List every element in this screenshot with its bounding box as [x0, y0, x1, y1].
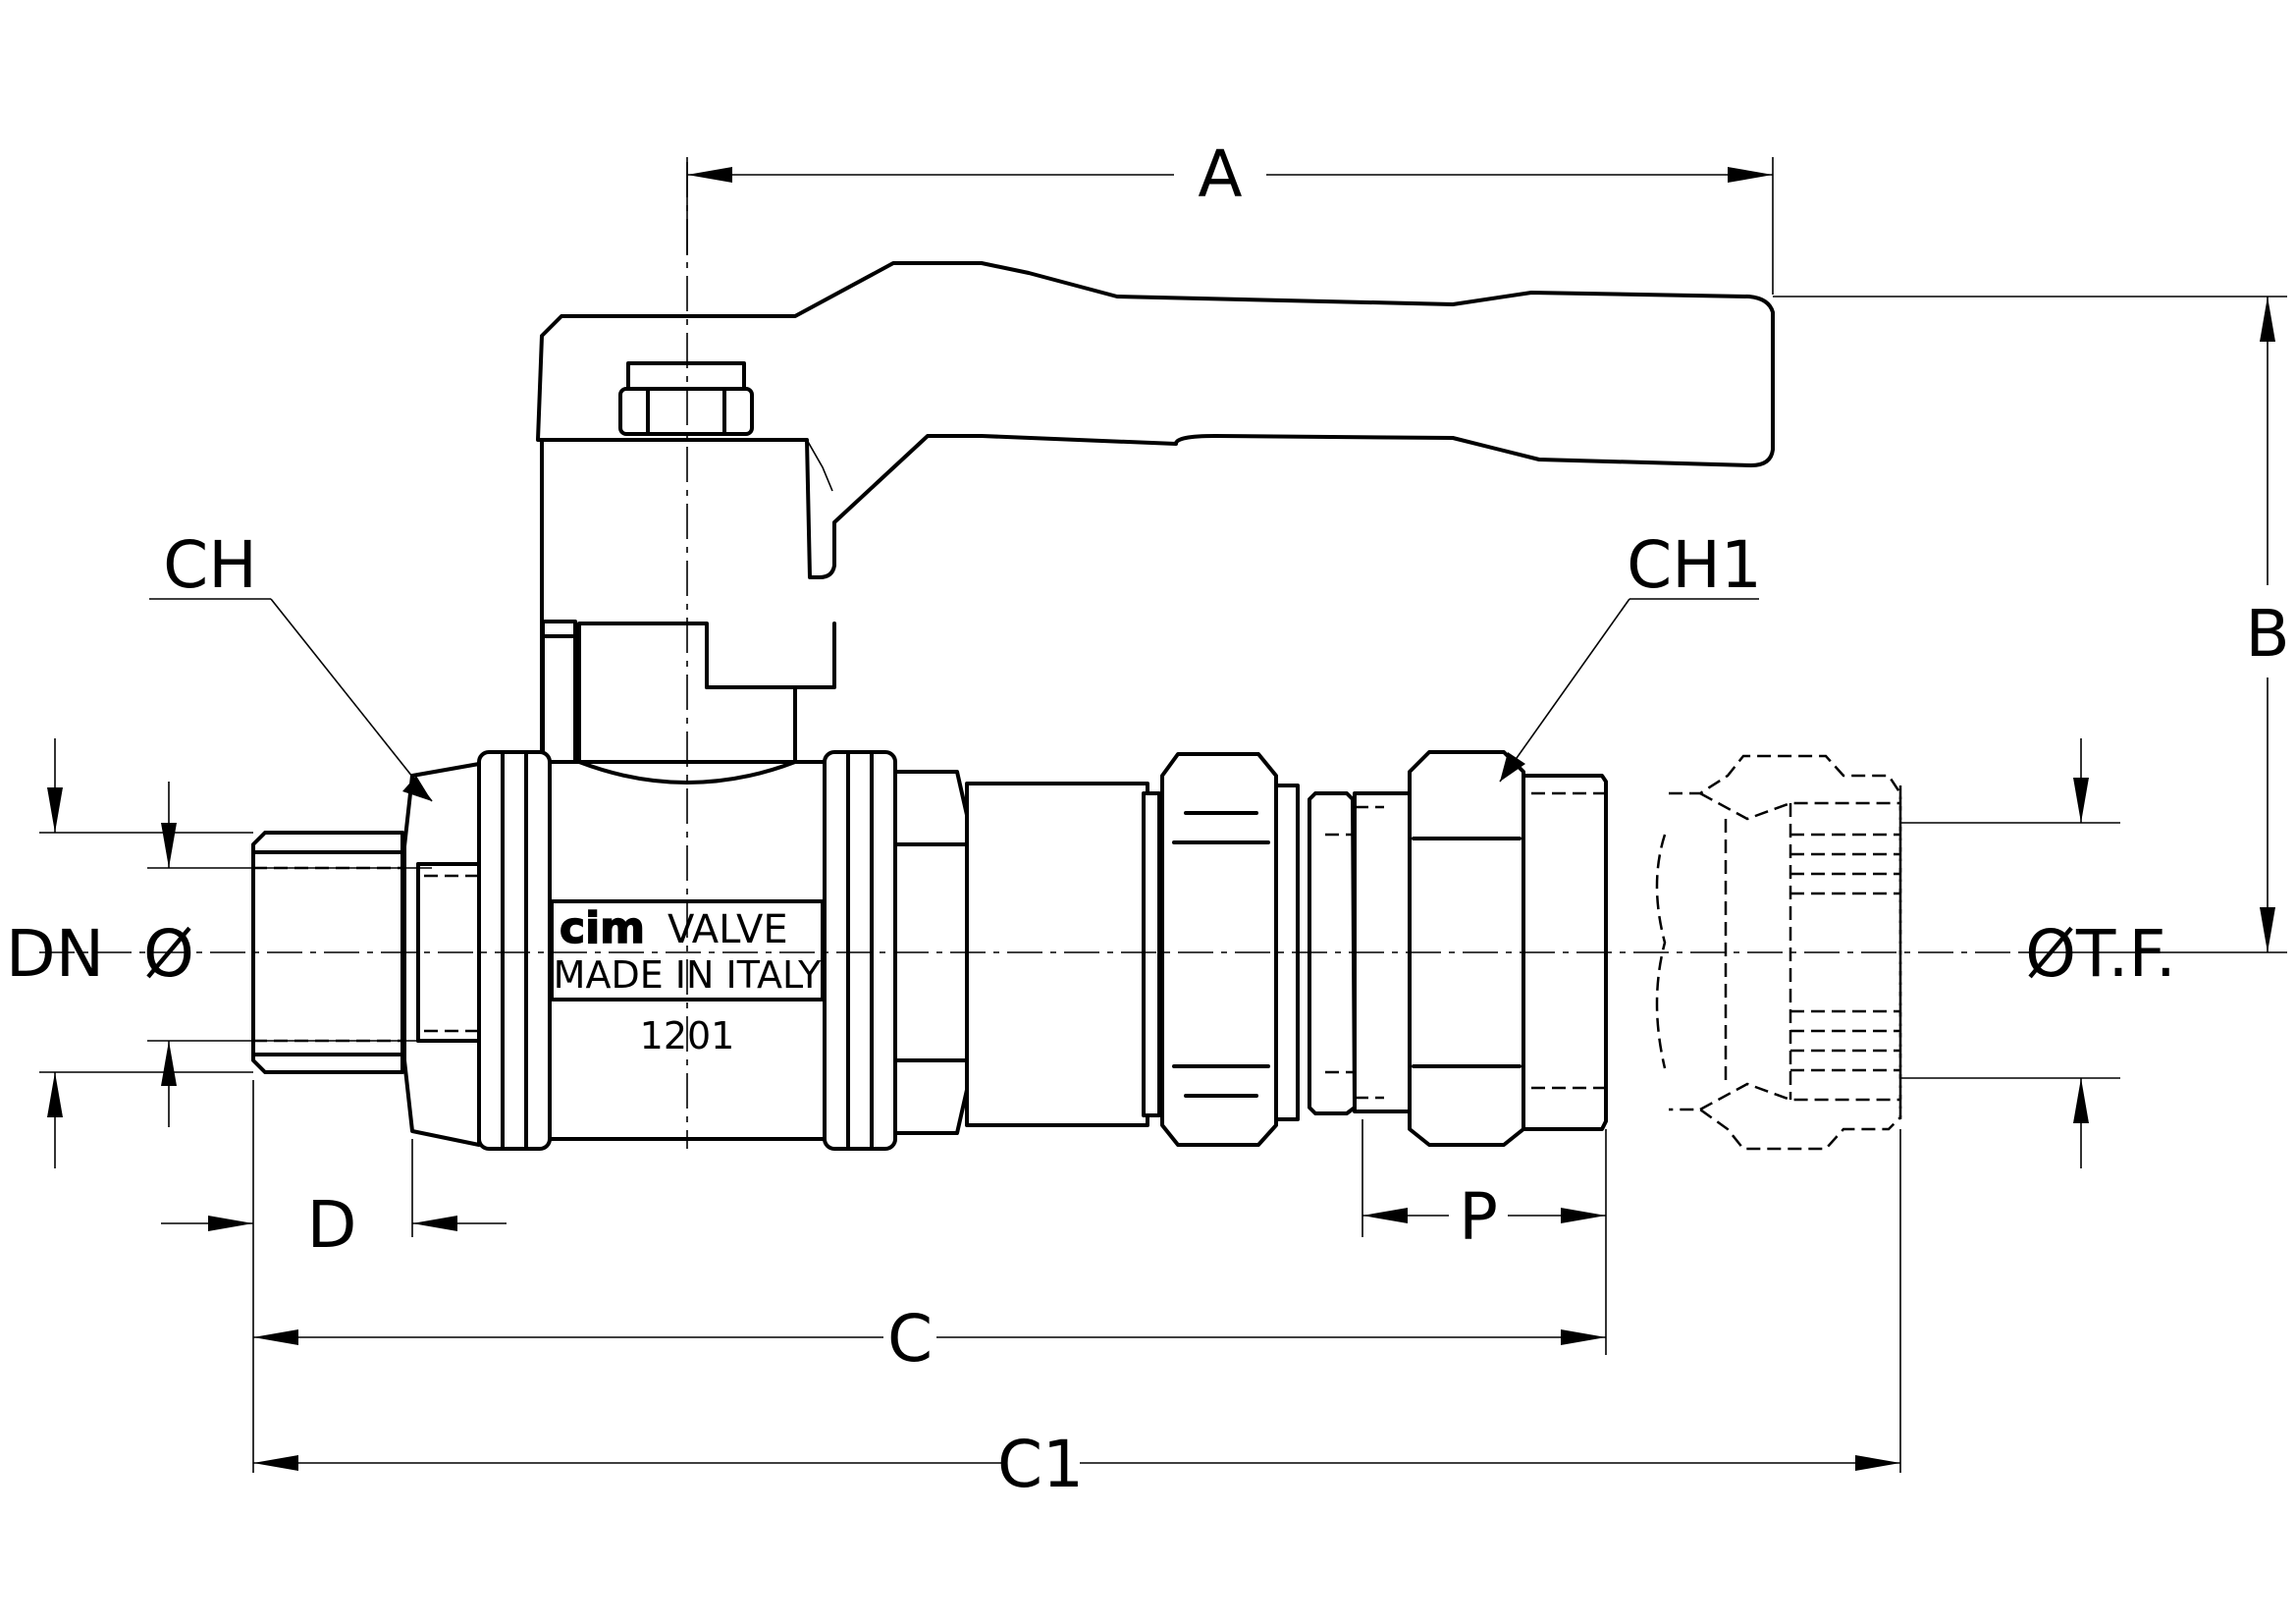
made-in-italy: MADE IN ITALY	[554, 953, 822, 997]
lever-handle	[536, 261, 1775, 579]
body-marking: cim VALVE MADE IN ITALY 1201	[554, 902, 822, 1057]
phantom-tube-fitting	[1655, 754, 1902, 1151]
stem-nut	[618, 361, 754, 436]
label-diameter: Ø	[143, 916, 194, 992]
hex-ch1-nut	[1353, 750, 1608, 1147]
leader-lines	[149, 598, 1759, 802]
stem-block	[540, 440, 836, 768]
label-tube-diameter: ØT.F.	[2025, 916, 2176, 992]
model-code: 1201	[640, 1014, 735, 1057]
brand-valve: VALVE	[667, 907, 788, 952]
brand-cim: cim	[560, 903, 645, 953]
hex-ch-left	[402, 762, 481, 1147]
label-a: A	[1198, 136, 1242, 212]
compression-sleeve	[1308, 791, 1364, 1115]
label-ch1: CH1	[1627, 527, 1762, 603]
label-c1: C1	[997, 1427, 1084, 1502]
extension-lines	[39, 157, 2287, 1473]
union-nut-hex	[1160, 752, 1300, 1147]
center-lines	[39, 162, 2022, 1149]
label-d: D	[307, 1187, 357, 1263]
internal-thread-lines	[1790, 833, 1900, 1072]
dimension-labels: A B C C1 D P DN Ø CH CH1 ØT.F.	[6, 136, 2290, 1502]
label-p: P	[1459, 1179, 1498, 1255]
union-tail	[965, 782, 1161, 1127]
label-ch: CH	[163, 527, 257, 603]
label-dn: DN	[6, 916, 104, 992]
label-b: B	[2245, 596, 2289, 672]
dimension-lines	[47, 167, 2275, 1471]
label-c: C	[887, 1301, 933, 1377]
